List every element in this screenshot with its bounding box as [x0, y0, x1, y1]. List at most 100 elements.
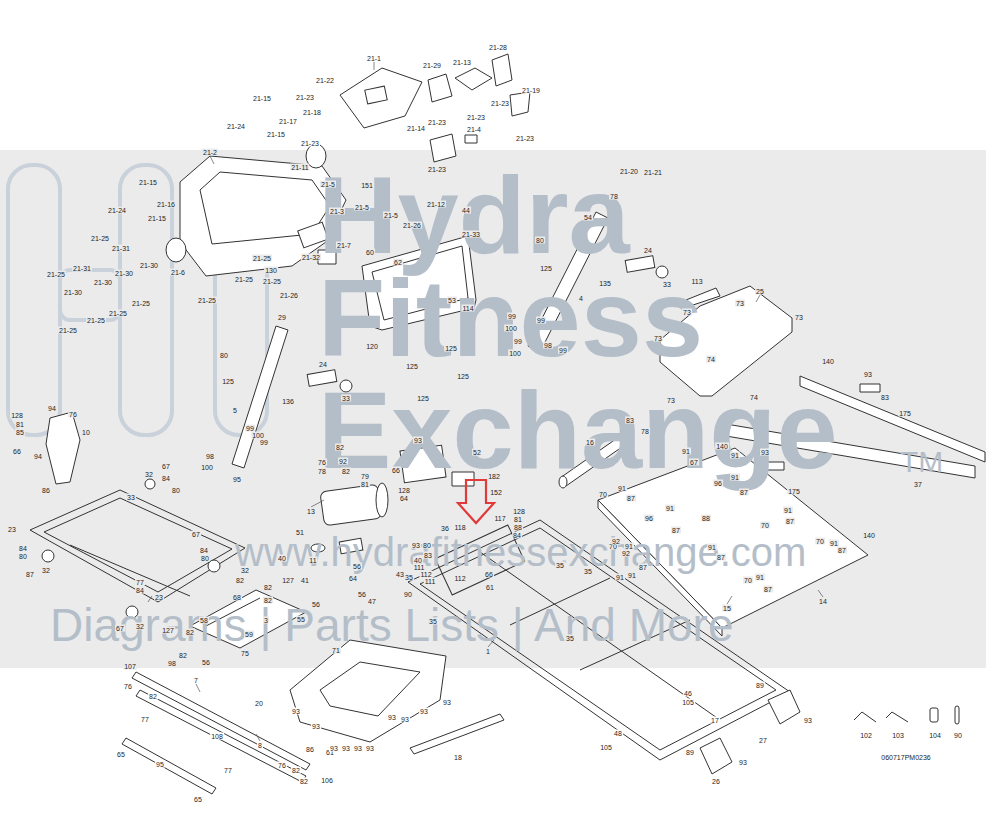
- callout-number: 93: [341, 745, 351, 752]
- callout-number: 77: [140, 716, 150, 723]
- callout-number: 21-30: [139, 262, 159, 269]
- callout-number: 23: [7, 526, 17, 533]
- callout-number: 87: [638, 564, 648, 571]
- callout-number: 21-15: [266, 131, 286, 138]
- callout-number: 83: [625, 417, 635, 424]
- highlight-arrow: [458, 480, 494, 523]
- callout-number: 99: [536, 317, 546, 324]
- drawing-line: [860, 384, 880, 392]
- callout-number: 87: [716, 554, 726, 561]
- callout-number: 93: [413, 437, 423, 444]
- callout-number: 93: [863, 371, 873, 378]
- callout-number: 87: [25, 571, 35, 578]
- drawing-line: [42, 550, 54, 562]
- callout-number: 152: [489, 489, 503, 496]
- callout-number: 93: [803, 717, 813, 724]
- callout-number: 99: [513, 338, 523, 345]
- callout-number: 105: [599, 744, 613, 751]
- callout-number: 27: [758, 737, 768, 744]
- callout-number: 175: [898, 410, 912, 417]
- callout-number: 93: [365, 745, 375, 752]
- callout-number: 21-23: [515, 135, 535, 142]
- callout-number: 107: [123, 663, 137, 670]
- callout-number: 125: [444, 345, 458, 352]
- callout-number: 35: [583, 568, 593, 575]
- callout-number: 4: [578, 295, 584, 302]
- callout-number: 93: [329, 745, 339, 752]
- callout-number: 21-23: [427, 166, 447, 173]
- callout-number: 80: [219, 352, 229, 359]
- drawing-line: [46, 412, 80, 484]
- drawing-line: [374, 62, 375, 70]
- callout-number: 99: [507, 313, 517, 320]
- callout-number: 21-24: [107, 207, 127, 214]
- callout-number: 108: [210, 733, 224, 740]
- callout-number: 21-2: [202, 149, 218, 156]
- callout-number: 21-24: [226, 123, 246, 130]
- callout-number: 70: [815, 538, 825, 545]
- callout-number: 82: [263, 584, 273, 591]
- drawing-line: [376, 483, 388, 517]
- callout-number: 21-20: [619, 168, 639, 175]
- callout-number: 84: [161, 475, 171, 482]
- callout-number: 35: [555, 562, 565, 569]
- callout-number: 21-5: [320, 181, 336, 188]
- callout-number: 21-23: [427, 119, 447, 126]
- callout-number: 80: [171, 487, 181, 494]
- callout-number: 36: [440, 525, 450, 532]
- drawing-line: [430, 134, 456, 162]
- callout-number: 21-28: [488, 44, 508, 51]
- callout-number: 46: [683, 690, 693, 697]
- callout-number: 127: [281, 577, 295, 584]
- callout-number: 11: [308, 557, 317, 564]
- callout-number: 21-23: [300, 140, 320, 147]
- drawing-line: [8, 165, 60, 435]
- drawing-line: [136, 690, 306, 782]
- callout-number: 128: [397, 487, 411, 494]
- callout-number: 100: [200, 464, 214, 471]
- drawing-line: [232, 326, 288, 468]
- callout-number: 91: [783, 507, 793, 514]
- callout-number: 182: [487, 473, 501, 480]
- callout-number: 82: [263, 597, 273, 604]
- callout-number: 61: [485, 584, 495, 591]
- drawing-line: [208, 560, 220, 572]
- callout-number: 68: [232, 594, 242, 601]
- callout-number: 102: [859, 732, 873, 739]
- callout-number: 93: [760, 449, 770, 456]
- callout-number: 21-7: [336, 242, 352, 249]
- callout-number: 80: [535, 237, 545, 244]
- callout-number: 76: [277, 762, 287, 769]
- callout-number: 98: [543, 342, 553, 349]
- watermark-band: [0, 150, 986, 668]
- callout-number: 65: [193, 796, 203, 803]
- callout-number: 93: [387, 714, 397, 721]
- drawing-line: [818, 590, 823, 597]
- callout-number: 118: [453, 524, 466, 531]
- callout-number: 80: [200, 555, 210, 562]
- callout-number: 73: [735, 300, 745, 307]
- callout-number: 95: [232, 476, 242, 483]
- drawing-line: [756, 295, 760, 302]
- callout-number: 93: [442, 699, 452, 706]
- drawing-line: [930, 708, 938, 722]
- callout-number: 74: [706, 356, 716, 363]
- drawing-line: [510, 92, 530, 116]
- drawing-line: [886, 712, 908, 722]
- callout-number: 21-32: [301, 254, 321, 261]
- callout-number: 93: [738, 759, 748, 766]
- callout-number: 21-23: [490, 100, 510, 107]
- callout-number: 135: [598, 280, 612, 287]
- callout-number: 73: [794, 314, 804, 321]
- callout-number: 21-25: [131, 300, 151, 307]
- callout-number: 93: [400, 716, 410, 723]
- callout-number: 64: [348, 575, 358, 582]
- callout-number: 58: [199, 617, 209, 624]
- callout-number: 81: [513, 516, 523, 523]
- callout-number: 78: [609, 193, 619, 200]
- callout-number: 21-6: [170, 269, 186, 276]
- callout-number: 89: [685, 749, 695, 756]
- callout-number: 40: [277, 555, 287, 562]
- callout-number: 16: [585, 439, 595, 446]
